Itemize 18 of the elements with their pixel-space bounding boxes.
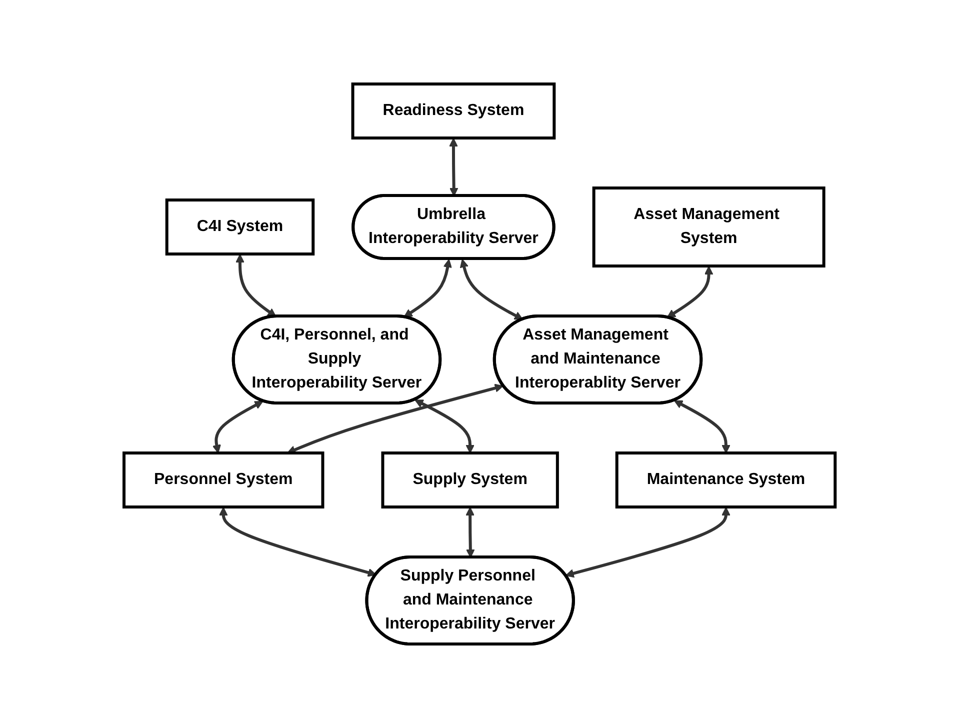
node-box: C4I System	[165, 198, 315, 255]
arrow	[414, 399, 474, 453]
arrow	[466, 506, 475, 558]
node-box: Maintenance System	[615, 451, 837, 508]
arrow	[674, 400, 730, 453]
arrow	[212, 400, 264, 453]
arrow	[286, 383, 504, 454]
arrow	[460, 258, 523, 320]
arrow	[404, 258, 452, 317]
node-box: Asset Management System	[592, 186, 826, 267]
arrow	[218, 506, 376, 576]
arrow	[666, 266, 714, 318]
node-box: Readiness System	[351, 82, 556, 139]
arrow	[449, 138, 458, 196]
arrow	[565, 506, 730, 578]
node-box: Personnel System	[122, 451, 324, 508]
arrow	[236, 254, 276, 316]
node-box: Supply System	[381, 451, 559, 508]
